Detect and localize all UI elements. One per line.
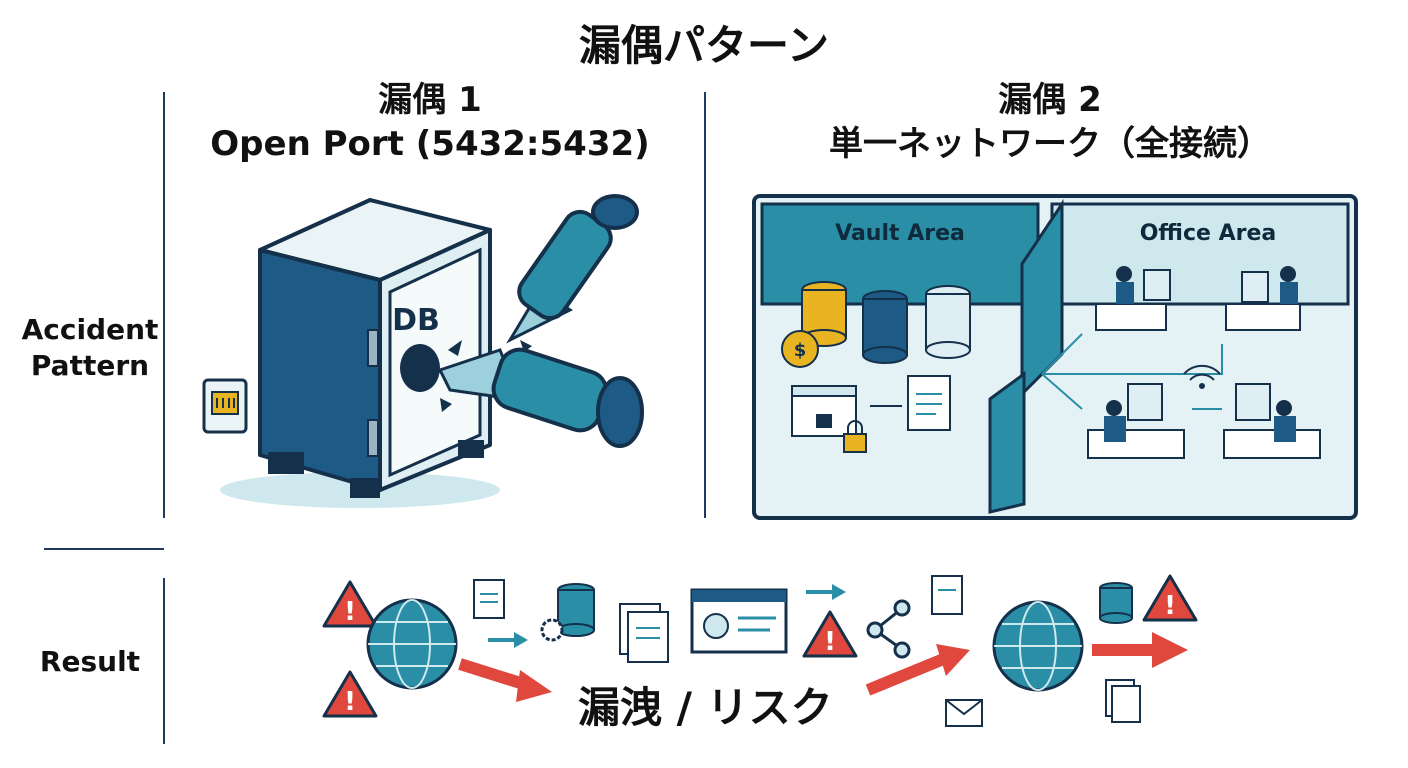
- wifi-icon: [1183, 364, 1221, 389]
- column-2-subtitle: 単一ネットワーク（全接続）: [829, 124, 1271, 164]
- vault-area-label: Vault Area: [835, 221, 965, 246]
- office-desk-3: [1087, 383, 1185, 459]
- column-header-1: 漏偶 1 Open Port (5432:5432): [170, 78, 690, 166]
- diagram-title: 漏偶パターン: [579, 21, 829, 70]
- arrow-icon-teal-2: [806, 584, 846, 600]
- warning-icon-3: !: [802, 610, 858, 658]
- column-1-subtitle: Open Port (5432:5432): [210, 124, 650, 164]
- gear-icon: [540, 618, 564, 642]
- document-stack-icon: [619, 603, 669, 663]
- document-stack-icon-2: [1105, 679, 1141, 723]
- network-links: [1041, 333, 1223, 410]
- arrow-icon-red-3: [1092, 632, 1188, 668]
- panel-open-port: DB: [202, 194, 644, 508]
- ethernet-port-icon: [202, 378, 248, 434]
- row-label-result: Result: [39, 645, 141, 678]
- document-icon-result-2: [931, 575, 963, 615]
- row-label-accident-line2: Pattern: [30, 349, 150, 382]
- drill-icon: [437, 347, 644, 448]
- svg-text:$: $: [794, 340, 807, 361]
- share-icon: [866, 599, 911, 659]
- safe-icon: [258, 198, 492, 498]
- globe-icon-2: [992, 600, 1084, 692]
- drill-icon-upper: [506, 194, 639, 344]
- grid-line-horizontal: [44, 548, 164, 550]
- result-label: 漏洩 / リスク: [578, 683, 833, 732]
- partition-lower: [988, 371, 1026, 514]
- grid-line-left-bottom: [163, 578, 165, 744]
- globe-icon: [366, 598, 458, 690]
- column-header-2: 漏偶 2 単一ネットワーク（全接続）: [740, 78, 1360, 166]
- panel-single-network: Vault Area Office Area $: [752, 194, 1358, 520]
- svg-text:!: !: [1164, 591, 1176, 621]
- database-icon: [862, 290, 908, 364]
- column-2-title: 漏偶 2: [998, 80, 1102, 120]
- coins-icon: $: [781, 281, 847, 368]
- office-wall: [1050, 202, 1350, 306]
- svg-text:!: !: [344, 597, 356, 627]
- lock-window-icon: [791, 385, 857, 437]
- database-icon-2: [925, 285, 971, 359]
- envelope-icon: [945, 699, 983, 727]
- document-icon: [907, 375, 951, 431]
- database-icon-result-2: [1099, 582, 1133, 624]
- svg-text:!: !: [344, 687, 356, 717]
- office-area-label: Office Area: [1140, 221, 1277, 246]
- office-desk-2: [1225, 266, 1301, 331]
- dashboard-icon: [690, 588, 788, 654]
- svg-text:!: !: [824, 627, 836, 657]
- document-icon-result: [473, 579, 505, 619]
- lock-icon: [843, 420, 867, 453]
- warning-icon: !: [322, 580, 378, 628]
- arrow-icon-red-2: [865, 644, 970, 696]
- office-desk-1: [1095, 266, 1171, 331]
- warning-icon-4: !: [1142, 574, 1198, 622]
- row-label-accident: Accident Pattern: [10, 312, 170, 384]
- grid-line-middle: [704, 92, 706, 518]
- row-label-accident-line1: Accident: [21, 313, 159, 346]
- arrow-icon-teal-1: [488, 632, 528, 648]
- arrow-icon-red-1: [458, 658, 552, 702]
- grid-line-left-top: [163, 92, 165, 518]
- result-panel: ! ! ! !: [322, 574, 1198, 727]
- safe-label: DB: [392, 303, 440, 338]
- database-icon-result: [557, 583, 595, 637]
- warning-icon-2: !: [322, 670, 378, 718]
- column-1-title: 漏偶 1: [378, 80, 482, 120]
- office-desk-4: [1223, 383, 1321, 459]
